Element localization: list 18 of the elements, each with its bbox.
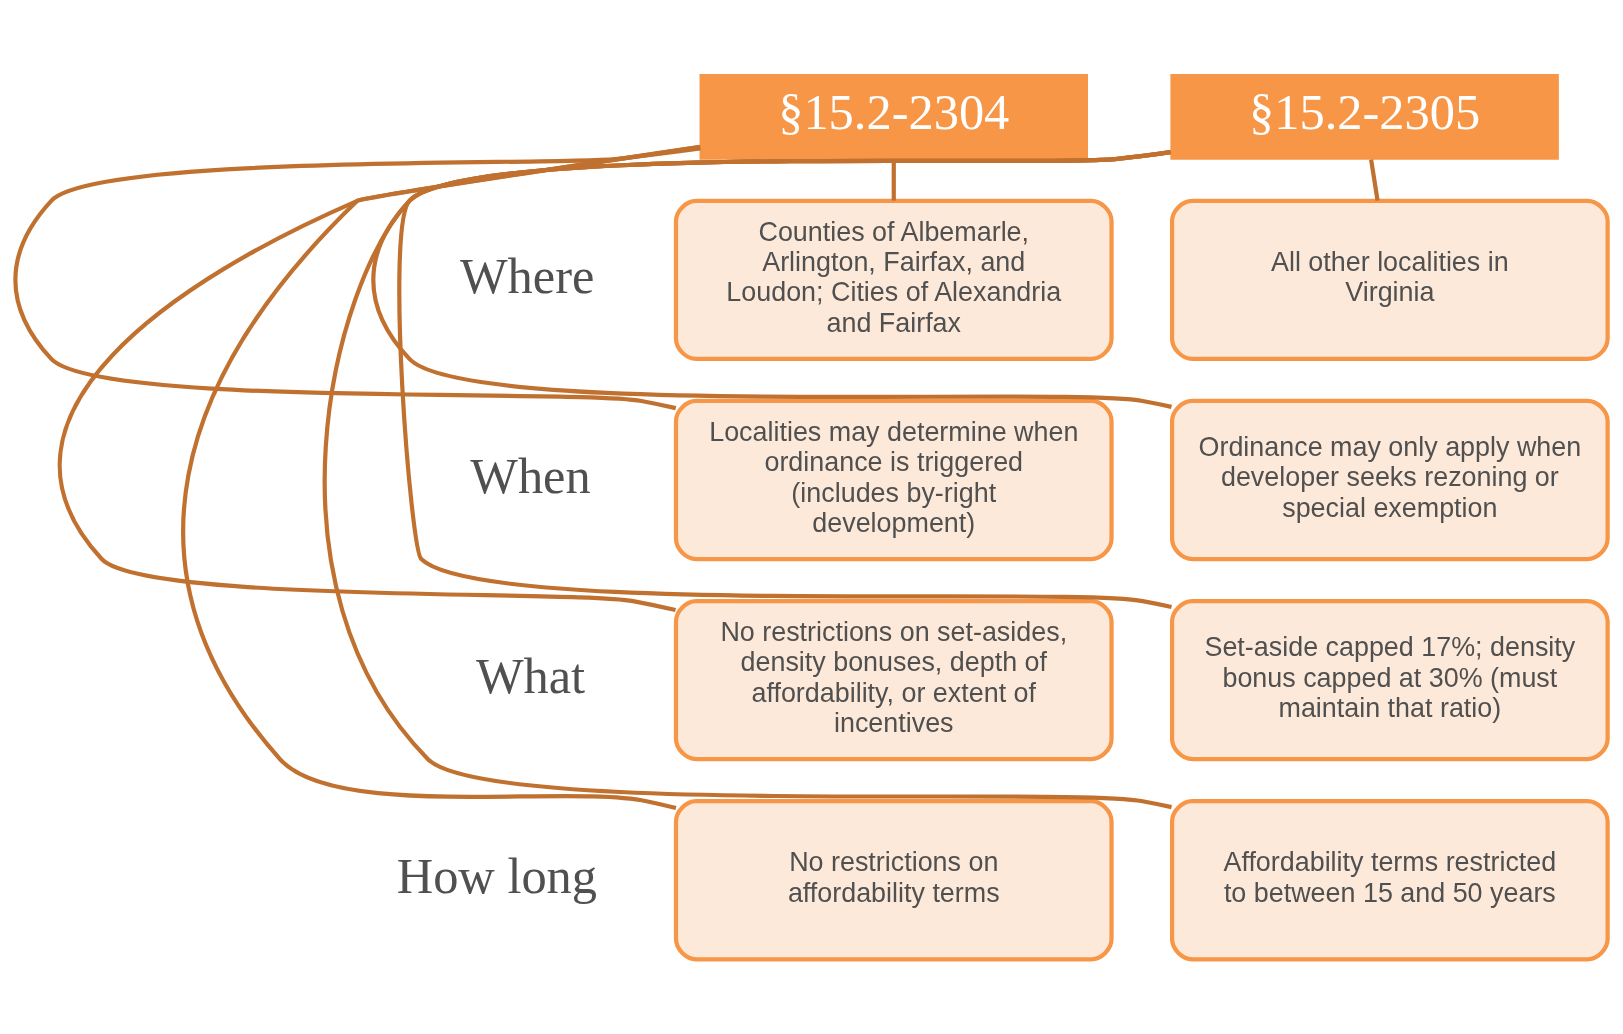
node-box: Affordability terms restricted to between 15 and 50 years xyxy=(1170,799,1610,962)
node-box: §15.2-2305 xyxy=(1170,73,1559,160)
connector xyxy=(13,146,701,411)
label: Where xyxy=(459,247,595,304)
connector xyxy=(323,150,1172,810)
connector xyxy=(181,144,701,810)
connector xyxy=(1369,159,1380,201)
label: How long xyxy=(396,847,598,904)
node-box: Set-aside capped 17%; density bonus capped at 30% (must maintain that ratio) xyxy=(1170,599,1610,762)
node-box: No restrictions on set-asides, density bonuses, depth of affordability, or extent of incentives xyxy=(673,599,1114,762)
node-box: No restrictions on affordability terms xyxy=(673,799,1114,962)
node-box: Localities may determine when ordinance is triggered (includes by-right development) xyxy=(673,398,1114,562)
label: What xyxy=(475,647,586,704)
node-box: All other localities in Virginia xyxy=(1170,198,1610,362)
node-box: §15.2-2304 xyxy=(699,73,1088,160)
label: When xyxy=(470,447,591,504)
node-box: Counties of Albemarle, Arlington, Fairfax, and Loudon; Cities of Alexandria and Fairfax xyxy=(673,198,1114,362)
node-box: Ordinance may only apply when developer seeks rezoning or special exemption xyxy=(1170,398,1610,562)
